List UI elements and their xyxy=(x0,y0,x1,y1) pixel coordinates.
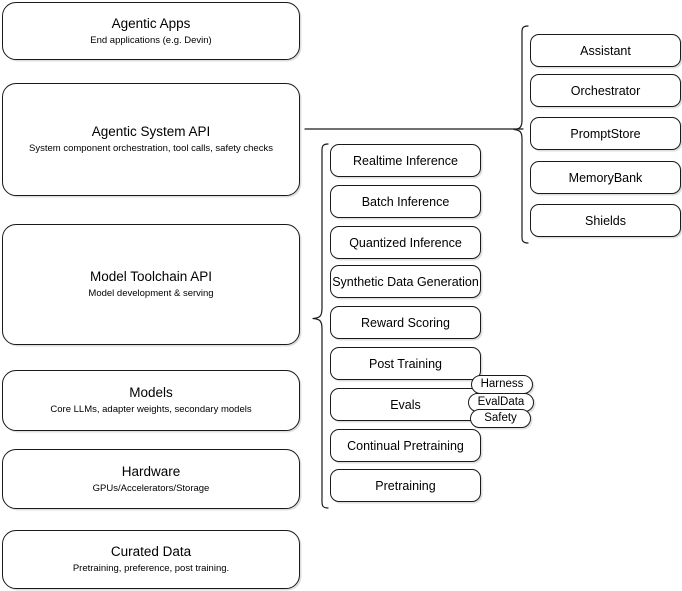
layer-subtitle: System component orchestration, tool cal… xyxy=(29,143,273,154)
component-assistant[interactable]: Assistant xyxy=(530,34,681,67)
capability-reward-scoring[interactable]: Reward Scoring xyxy=(330,306,481,339)
capability-pretraining[interactable]: Pretraining xyxy=(330,469,481,502)
layer-title: Agentic System API xyxy=(91,124,211,139)
capability-label: Reward Scoring xyxy=(361,315,450,330)
eval-pill-label: EvalData xyxy=(477,396,525,408)
capability-evals[interactable]: Evals xyxy=(330,388,481,421)
capability-label: Quantized Inference xyxy=(349,235,462,250)
capability-label: Pretraining xyxy=(375,478,436,493)
layer-subtitle: Model development & serving xyxy=(88,288,214,299)
component-label: PromptStore xyxy=(570,126,641,141)
capability-post-training[interactable]: Post Training xyxy=(330,347,481,380)
layer-title: Curated Data xyxy=(110,544,192,559)
eval-pill-label: Safety xyxy=(484,412,517,424)
layer-curated-data[interactable]: Curated Data Pretraining, preference, po… xyxy=(2,530,300,589)
layer-subtitle: GPUs/Accelerators/Storage xyxy=(92,482,210,494)
component-memorybank[interactable]: MemoryBank xyxy=(530,161,681,194)
layer-model-toolchain-api[interactable]: Model Toolchain API Model development & … xyxy=(2,224,300,345)
eval-pill-safety[interactable]: Safety xyxy=(470,409,531,428)
component-shields[interactable]: Shields xyxy=(530,204,681,237)
layer-agentic-apps[interactable]: Agentic Apps End applications (e.g. Devi… xyxy=(2,2,300,60)
capability-label: Continual Pretraining xyxy=(347,438,464,453)
component-label: MemoryBank xyxy=(568,170,643,185)
toolchain-capabilities-brace xyxy=(312,143,329,509)
layer-hardware[interactable]: Hardware GPUs/Accelerators/Storage xyxy=(2,449,300,509)
system-components-brace xyxy=(513,25,529,244)
layer-title: Hardware xyxy=(121,463,181,479)
capability-realtime-inference[interactable]: Realtime Inference xyxy=(330,144,481,177)
layer-models[interactable]: Models Core LLMs, adapter weights, secon… xyxy=(2,370,300,431)
capability-synthetic-data-generation[interactable]: Synthetic Data Generation xyxy=(330,265,481,298)
capability-label: Evals xyxy=(390,397,421,412)
layer-title: Agentic Apps xyxy=(111,15,191,31)
eval-pill-label: Harness xyxy=(480,378,524,390)
capability-quantized-inference[interactable]: Quantized Inference xyxy=(330,226,481,259)
capability-label: Batch Inference xyxy=(361,194,450,209)
layer-title: Models xyxy=(129,385,173,400)
component-promptstore[interactable]: PromptStore xyxy=(530,117,681,150)
capability-label: Realtime Inference xyxy=(353,153,458,168)
layer-title: Model Toolchain API xyxy=(89,269,213,284)
capability-label: Synthetic Data Generation xyxy=(332,274,479,289)
component-label: Assistant xyxy=(580,43,631,58)
component-orchestrator[interactable]: Orchestrator xyxy=(530,74,681,107)
component-label: Orchestrator xyxy=(570,83,641,98)
layer-subtitle: End applications (e.g. Devin) xyxy=(90,34,212,46)
layer-agentic-system-api[interactable]: Agentic System API System component orch… xyxy=(2,83,300,196)
capability-continual-pretraining[interactable]: Continual Pretraining xyxy=(330,429,481,462)
agentic-system-api-to-components-line xyxy=(304,128,524,130)
layer-subtitle: Pretraining, preference, post training. xyxy=(72,563,230,574)
layer-subtitle: Core LLMs, adapter weights, secondary mo… xyxy=(50,404,252,415)
capability-batch-inference[interactable]: Batch Inference xyxy=(330,185,481,218)
eval-pill-harness[interactable]: Harness xyxy=(471,375,533,394)
component-label: Shields xyxy=(585,213,626,228)
capability-label: Post Training xyxy=(369,356,442,371)
